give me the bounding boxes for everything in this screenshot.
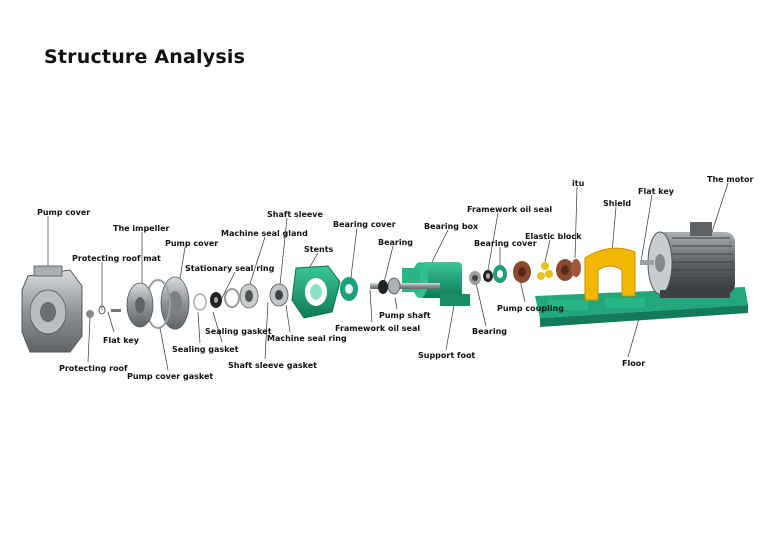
pump-shaft: [370, 277, 440, 295]
label-pump-shaft: Pump shaft: [379, 311, 431, 320]
shield: [584, 247, 636, 301]
label-flat-key: Flat key: [638, 187, 674, 196]
label-flat-key-2: Flat key: [103, 336, 139, 345]
label-machine-seal-ring: Machine seal ring: [267, 334, 347, 343]
label-shaft-sleeve-gasket: Shaft sleeve gasket: [228, 361, 317, 370]
label-bearing-cover-2: Bearing cover: [474, 239, 537, 248]
label-bearing-2: Bearing: [472, 327, 508, 336]
label-stationary-seal-ring: Stationary seal ring: [185, 264, 275, 273]
label-bearing: Bearing: [378, 238, 414, 247]
label-shield: Shield: [603, 199, 632, 208]
label-machine-seal-gland: Machine seal gland: [221, 229, 308, 238]
label-pump-cover: Pump cover: [37, 208, 91, 217]
pump-casing: [21, 265, 83, 353]
label-support-foot: Support foot: [418, 351, 476, 360]
label-framework-oil-seal: Framework oil seal: [467, 205, 553, 214]
label-pump-coupling: Pump coupling: [497, 304, 564, 313]
small-parts: [86, 305, 121, 318]
label-sealing-gasket-2: Sealing gasket: [172, 345, 239, 354]
seal-components: [193, 283, 289, 311]
stents: [291, 265, 341, 319]
leader-lines: [47, 182, 729, 371]
motor: [640, 222, 735, 298]
coupling: [513, 259, 581, 283]
bearing-cover-1: [340, 277, 358, 301]
label-bearing-cover: Bearing cover: [333, 220, 396, 229]
page-title: Structure Analysis: [44, 46, 246, 68]
label-protecting-roof: Protecting roof: [59, 364, 128, 373]
label-bearing-box: Bearing box: [424, 222, 479, 231]
label-stents: Stents: [304, 245, 334, 254]
label-elastic-block: Elastic block: [525, 232, 582, 241]
label-protecting-roof-mat: Protecting roof mat: [72, 254, 161, 263]
label-floor: Floor: [622, 359, 646, 368]
impeller-group: [126, 276, 190, 330]
label-itu: itu: [572, 179, 585, 188]
label-pump-cover-gasket: Pump cover gasket: [127, 372, 214, 381]
label-the-motor: The motor: [707, 175, 754, 184]
label-shaft-sleeve: Shaft sleeve: [267, 210, 323, 219]
label-sealing-gasket: Sealing gasket: [205, 327, 272, 336]
label-pump-cover-2: Pump cover: [165, 239, 219, 248]
label-framework-oil-seal-2: Framework oil seal: [335, 324, 421, 333]
label-the-impeller: The impeller: [113, 224, 170, 233]
bearing-cover-2: [469, 265, 507, 285]
